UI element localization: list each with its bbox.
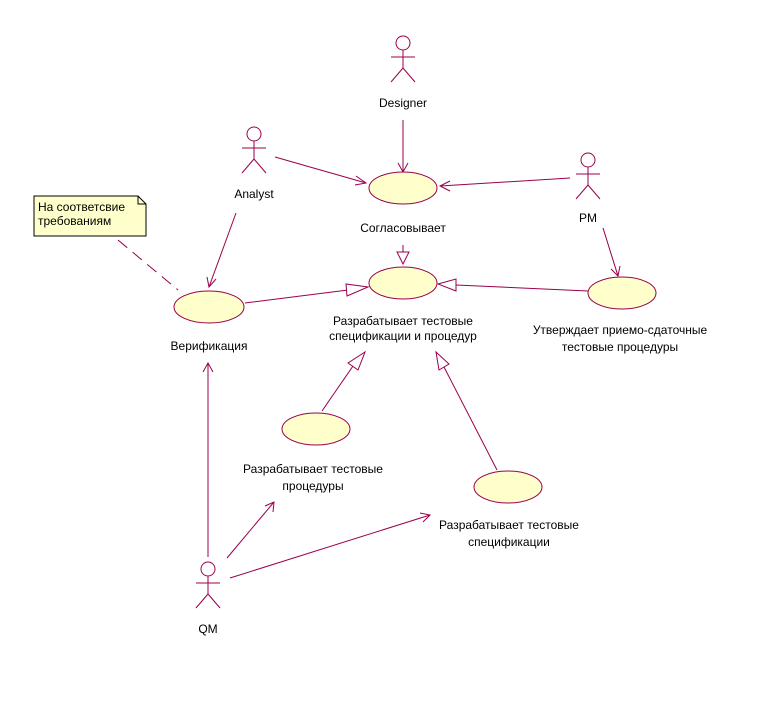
actor-designer-icon [390,35,416,83]
assoc-qm-verify [202,361,214,557]
generalization-agree-develop [396,245,410,266]
generalization-verify-develop [244,283,370,304]
actor-analyst-icon [241,126,267,174]
use-case-verification-label: Верификация [171,339,248,353]
actor-pm-label: PM [579,211,597,225]
use-case-develop-specs-label-2: спецификации [468,535,550,549]
use-case-develop-procedures[interactable]: Разрабатывает тестовые процедуры [243,412,383,493]
actor-analyst-label: Analyst [234,187,274,201]
note-text-line-1: На соответсвие [38,200,125,214]
assoc-qm-specs [229,512,432,579]
use-case-agree[interactable]: Согласовывает [360,171,446,235]
note-anchor-line [117,239,179,291]
actor-designer[interactable]: Designer [379,35,427,110]
assoc-analyst-verify [206,212,237,289]
actor-pm-icon [575,152,601,200]
assoc-pm-agree [438,177,571,192]
generalization-procedures-develop [321,350,367,412]
use-case-develop-procedures-label-2: процедуры [282,479,343,493]
assoc-qm-procedures [226,501,275,559]
use-case-approve-label-1: Утверждает приемо-сдаточные [533,323,708,337]
use-case-approve[interactable]: Утверждает приемо-сдаточные тестовые про… [533,276,708,354]
actor-designer-label: Designer [379,96,427,110]
actor-qm[interactable]: QM [195,561,221,636]
actor-qm-label: QM [198,622,217,636]
use-case-approve-label-2: тестовые процедуры [562,340,678,354]
use-case-develop-both-label-1: Разрабатывает тестовые [333,314,473,328]
assoc-pm-approve [602,227,621,278]
use-case-develop-both-label-2: спецификации и процедур [329,329,477,343]
use-case-develop-specs[interactable]: Разрабатывает тестовые спецификации [439,470,579,549]
assoc-analyst-agree [274,156,368,186]
note-text-line-2: требованиям [38,214,111,228]
use-case-verification[interactable]: Верификация [171,290,248,353]
use-case-develop-procedures-label-1: Разрабатывает тестовые [243,462,383,476]
use-case-develop-specs-and-procedures[interactable]: Разрабатывает тестовые спецификации и пр… [329,266,477,343]
actor-pm[interactable]: PM [575,152,601,225]
use-case-agree-label: Согласовывает [360,221,446,235]
use-case-develop-specs-label-1: Разрабатывает тестовые [439,518,579,532]
generalization-specs-develop [435,350,498,471]
actor-analyst[interactable]: Analyst [234,126,274,201]
generalization-approve-develop [436,278,589,292]
assoc-designer-agree [397,120,409,174]
note[interactable]: На соответсвие требованиям [33,195,147,237]
actor-qm-icon [195,561,221,609]
